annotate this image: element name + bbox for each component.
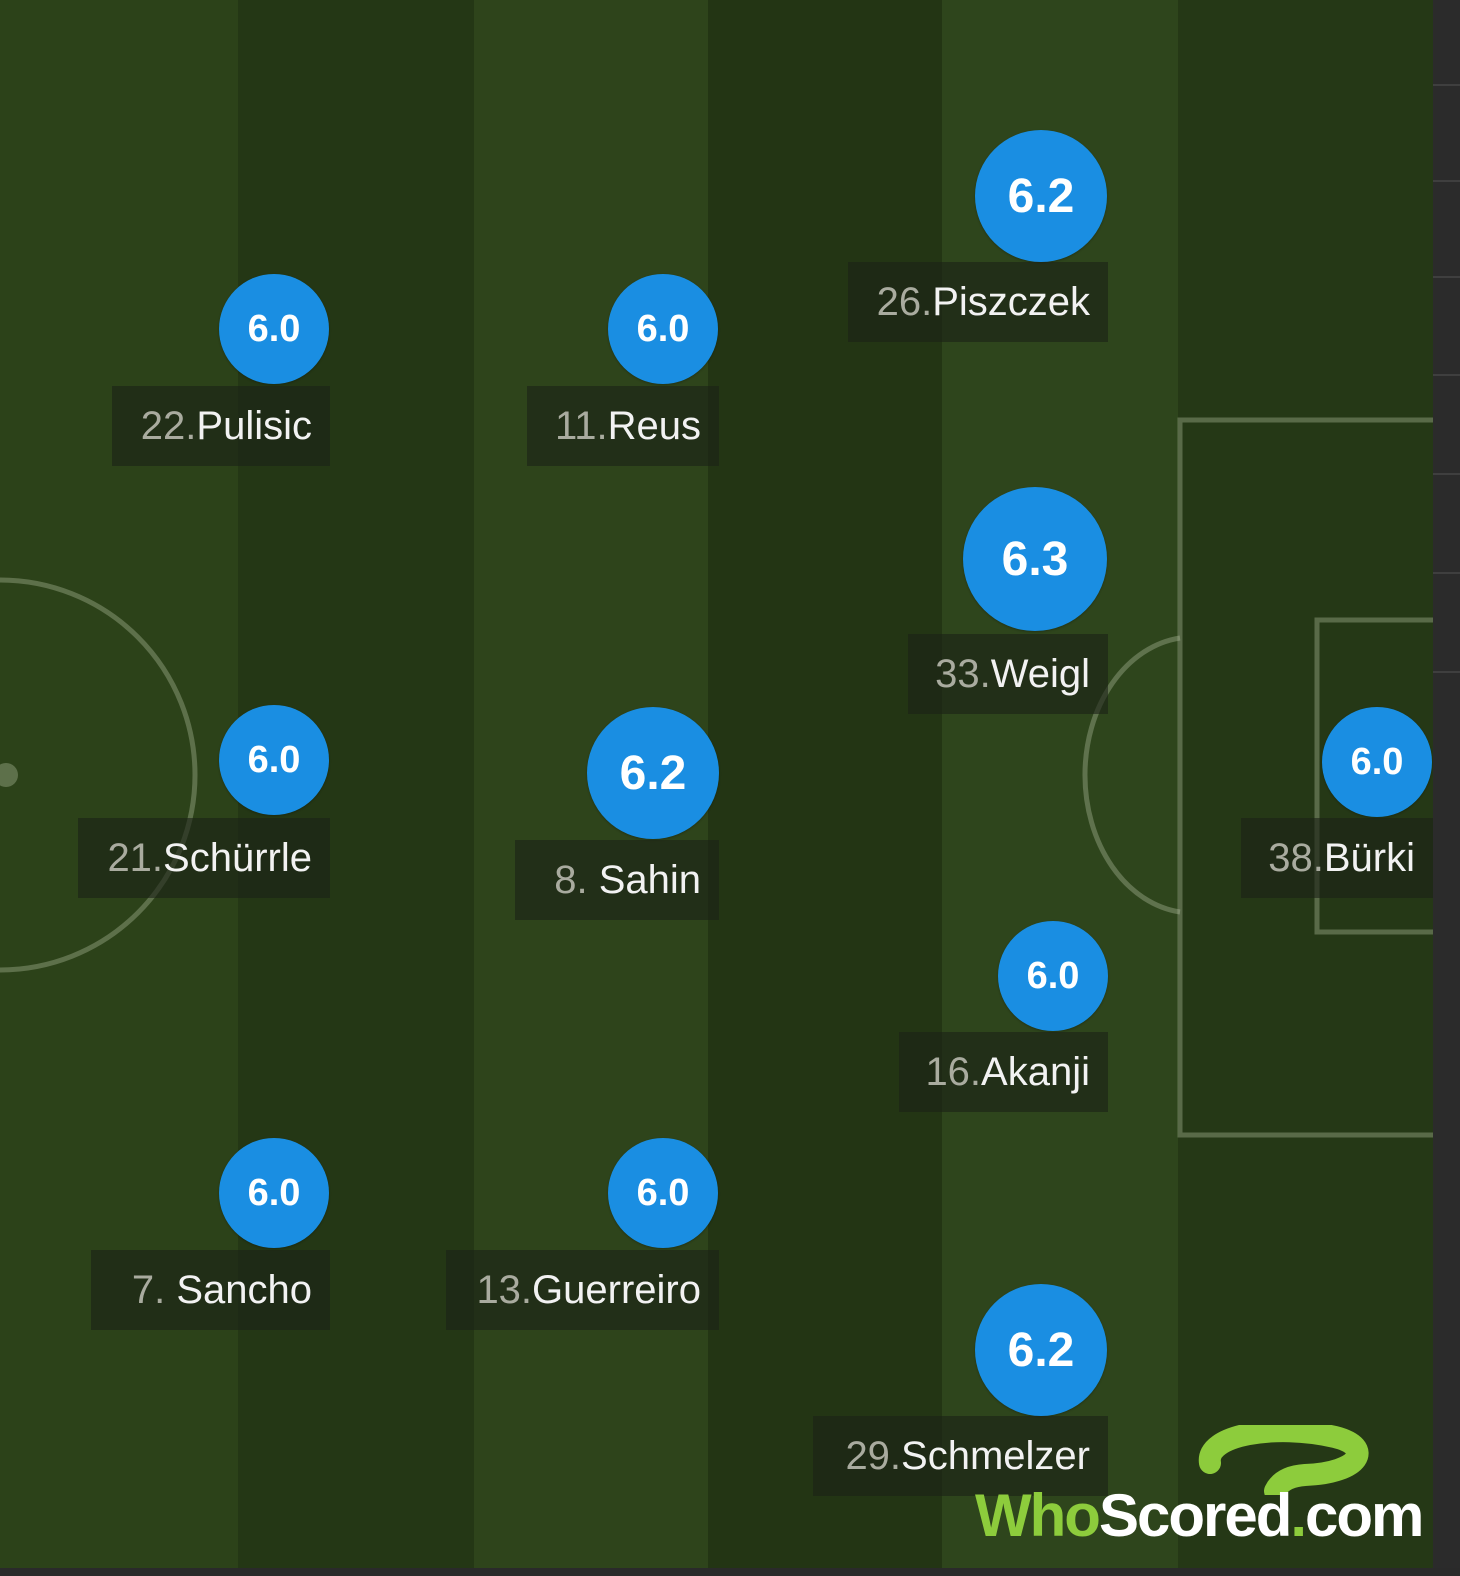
panel-divider — [1433, 473, 1460, 475]
player-name: Sahin — [598, 857, 701, 902]
player-number: 26. — [876, 279, 933, 324]
pitch-markings — [0, 417, 1433, 1138]
whoscored-logo: WhoScored.com — [975, 1425, 1424, 1549]
player-number: 33. — [935, 651, 991, 696]
player-name-label[interactable]: 38.Bürki — [1241, 818, 1433, 898]
player-number: 21. — [107, 835, 164, 880]
logo-who: Who — [975, 1482, 1101, 1549]
penalty-area — [1177, 417, 1433, 1138]
player-rating-badge[interactable]: 6.0 — [608, 1138, 718, 1248]
player-rating-badge[interactable]: 6.0 — [219, 274, 329, 384]
panel-divider — [1433, 180, 1460, 182]
player-rating-badge[interactable]: 6.0 — [219, 705, 329, 815]
player-name: Akanji — [981, 1049, 1090, 1094]
panel-divider — [1433, 374, 1460, 376]
player-number: 29. — [845, 1433, 902, 1478]
pitch: 6.2 26.Piszczek 6.0 22.Pulisic 6.0 11.Re… — [0, 0, 1433, 1568]
panel-divider — [1433, 84, 1460, 86]
player-name-label[interactable]: 7. Sancho — [91, 1250, 330, 1330]
player-number: 22. — [140, 403, 197, 448]
player-number: 13. — [476, 1267, 533, 1312]
player-name-label[interactable]: 29.Schmelzer — [813, 1416, 1108, 1496]
panel-divider — [1433, 572, 1460, 574]
panel-divider — [1433, 276, 1460, 278]
right-side-panel-edge — [1433, 0, 1460, 1576]
player-name-label[interactable]: 16.Akanji — [899, 1032, 1108, 1112]
player-number: 38. — [1268, 835, 1324, 880]
player-rating-badge[interactable]: 6.0 — [219, 1138, 329, 1248]
player-name-label[interactable]: 26.Piszczek — [848, 262, 1108, 342]
player-name: Weigl — [990, 651, 1090, 696]
player-rating-badge[interactable]: 6.0 — [998, 921, 1108, 1031]
player-name: Pulisic — [196, 403, 312, 448]
player-rating-badge[interactable]: 6.0 — [608, 274, 718, 384]
center-circle — [0, 577, 198, 973]
player-rating-badge[interactable]: 6.3 — [963, 487, 1107, 631]
player-number: 8. — [554, 857, 599, 902]
logo-scored: Scored — [1098, 1482, 1292, 1549]
player-name: Sancho — [176, 1267, 312, 1312]
player-number: 11. — [554, 403, 608, 448]
player-rating-badge[interactable]: 6.2 — [975, 1284, 1107, 1416]
logo-dot: . — [1290, 1482, 1307, 1549]
player-name-label[interactable]: 21.Schürrle — [78, 818, 330, 898]
player-name-label[interactable]: 22.Pulisic — [112, 386, 330, 466]
player-name: Piszczek — [932, 279, 1090, 324]
player-rating-badge[interactable]: 6.2 — [587, 707, 719, 839]
center-spot — [0, 763, 18, 787]
player-name-label[interactable]: 8. Sahin — [515, 840, 719, 920]
player-name-label[interactable]: 11.Reus — [527, 386, 719, 466]
pitch-stripe — [708, 0, 942, 1568]
question-mark-icon — [1198, 1425, 1369, 1495]
goal-area — [1314, 617, 1433, 935]
logo-wordmark: WhoScored.com — [975, 1481, 1424, 1550]
player-name: Schmelzer — [901, 1433, 1090, 1478]
player-name: Reus — [607, 403, 701, 448]
player-name: Guerreiro — [532, 1267, 701, 1312]
penalty-arc — [1082, 635, 1181, 915]
player-name-label[interactable]: 13.Guerreiro — [446, 1250, 719, 1330]
bottom-edge — [0, 1568, 1460, 1576]
panel-divider — [1433, 671, 1460, 673]
logo-com: com — [1305, 1482, 1424, 1549]
player-name: Schürrle — [163, 835, 312, 880]
player-rating-badge[interactable]: 6.2 — [975, 130, 1107, 262]
player-name-label[interactable]: 33.Weigl — [908, 634, 1108, 714]
player-number: 16. — [925, 1049, 982, 1094]
player-number: 7. — [131, 1267, 177, 1312]
player-name: Bürki — [1323, 835, 1415, 880]
player-rating-badge[interactable]: 6.0 — [1322, 707, 1432, 817]
